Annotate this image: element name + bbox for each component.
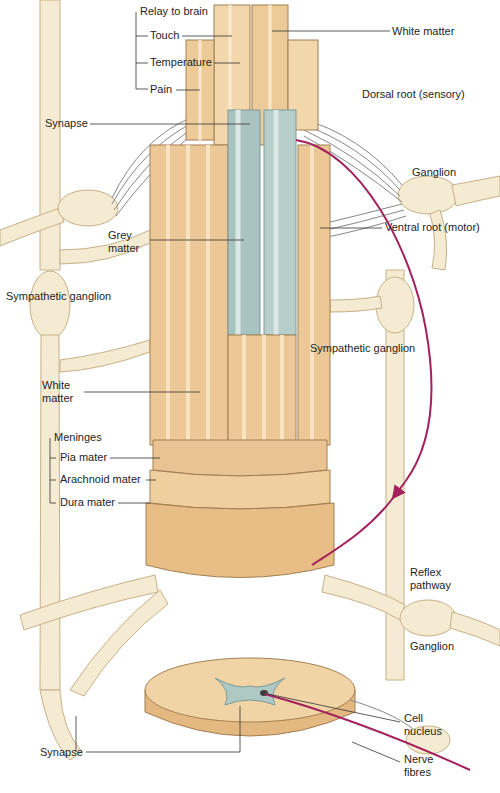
- part-label: Touch: [150, 29, 179, 42]
- sympathetic-trunk: [30, 0, 152, 760]
- part-label: Reflex pathway: [410, 566, 465, 591]
- left-nerve: [0, 190, 118, 246]
- part-label: Pain: [150, 83, 172, 96]
- part-label: White matter: [392, 25, 454, 38]
- part-label: Arachnoid mater: [60, 473, 141, 486]
- grey-matter: [228, 110, 296, 445]
- part-label: Cell nucleus: [404, 712, 449, 737]
- part-label: Dura mater: [60, 496, 115, 509]
- part-label: Ventral root (motor): [385, 221, 480, 234]
- part-label: Synapse: [45, 117, 88, 130]
- part-label: Grey matter: [108, 229, 148, 254]
- part-label: Ganglion: [410, 640, 454, 653]
- part-label: Synapse: [40, 746, 83, 759]
- white-matter-bundles: [150, 5, 330, 445]
- part-label: Relay to brain: [140, 5, 208, 18]
- leader-lines: [50, 12, 400, 762]
- part-label: White matter: [42, 379, 82, 404]
- part-label: Nerve fibres: [404, 753, 449, 778]
- part-label: Pia mater: [60, 451, 107, 464]
- part-label: Dorsal root (sensory): [362, 88, 465, 101]
- part-label: Sympathetic ganglion: [6, 290, 111, 303]
- part-label: Temperature: [150, 56, 212, 69]
- meninges: [146, 440, 334, 578]
- reflex-pathway: [296, 140, 431, 565]
- part-label: Ganglion: [412, 166, 456, 179]
- part-label: Sympathetic ganglion: [310, 342, 415, 355]
- part-label: Meninges: [54, 431, 102, 444]
